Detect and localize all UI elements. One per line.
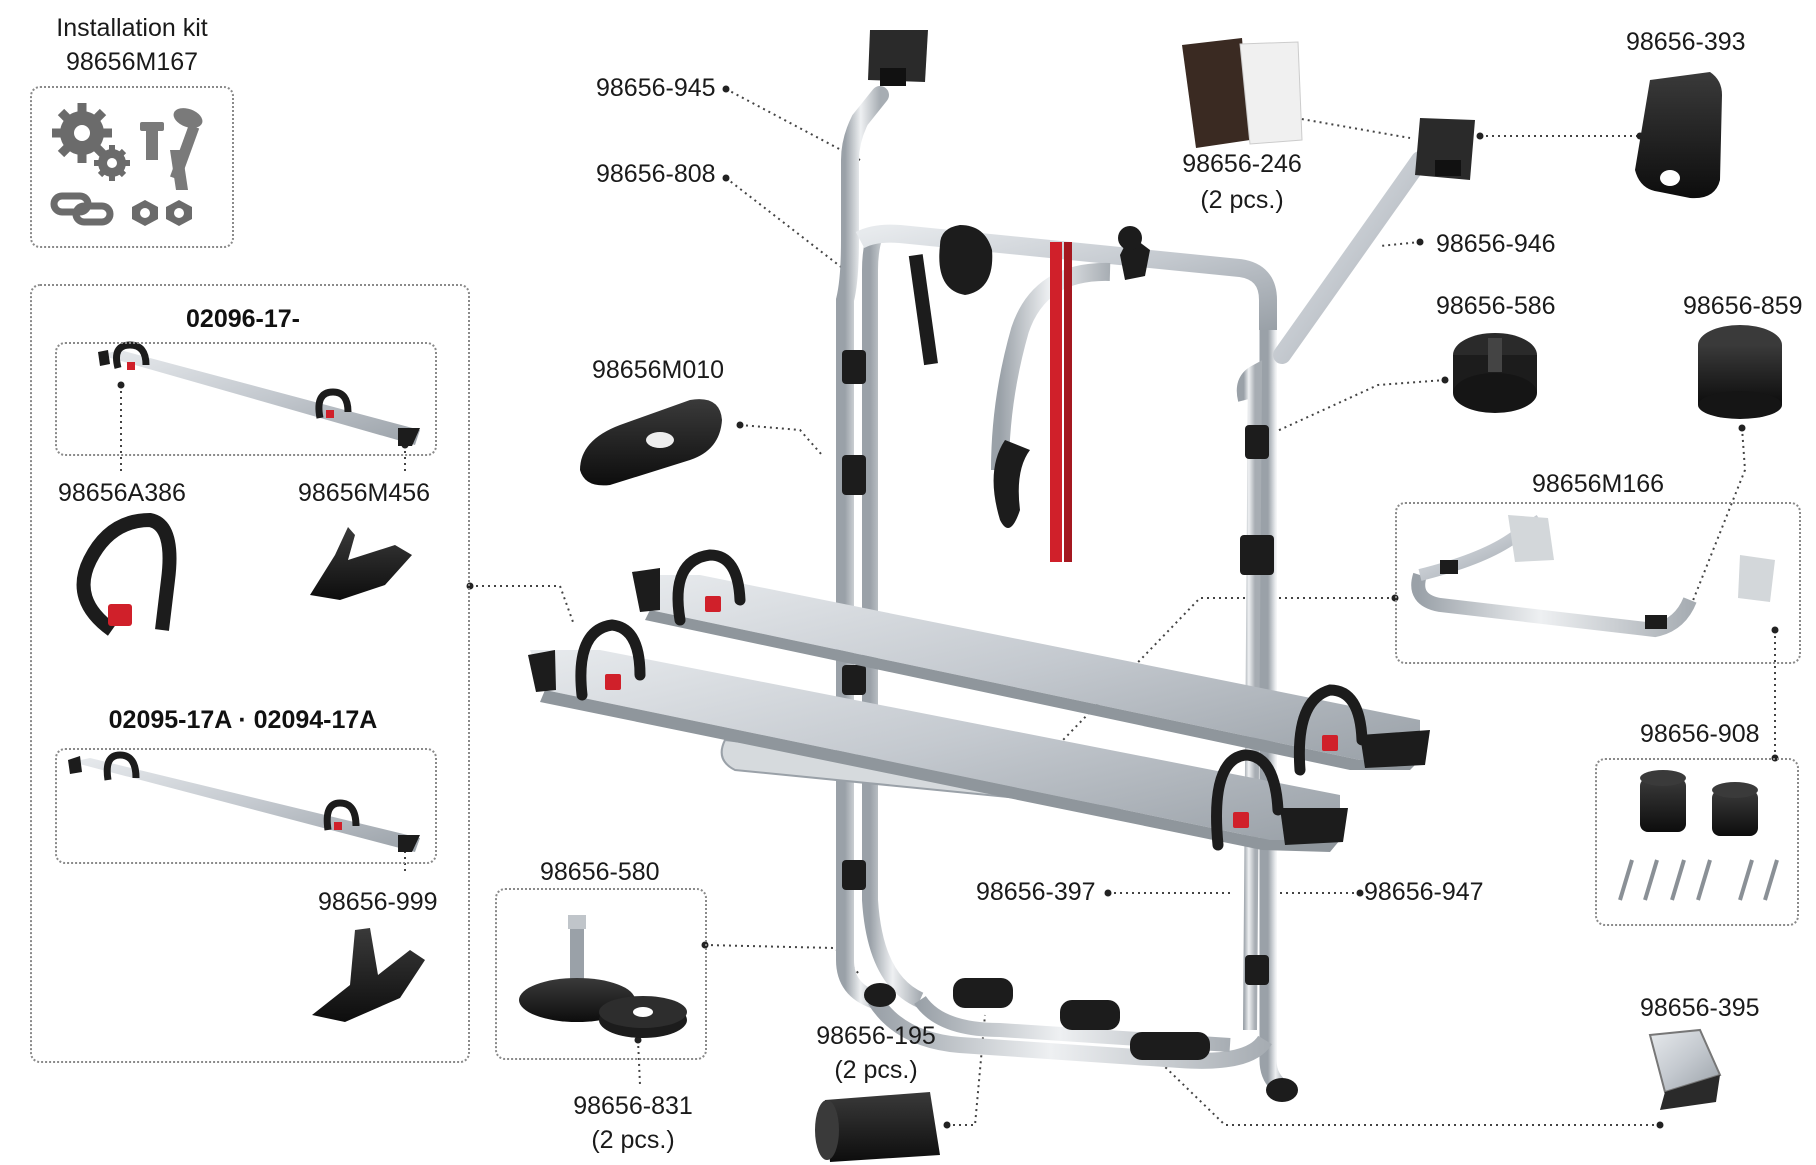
cradle-part	[580, 399, 722, 486]
label-98656-999: 98656-999	[318, 888, 438, 916]
bracket-part	[1635, 72, 1722, 199]
cap-part-859	[1698, 325, 1782, 419]
label-98656M010: 98656M010	[592, 356, 725, 384]
leader-586	[1274, 379, 1446, 433]
leader-808	[725, 177, 846, 271]
label-98656-859: 98656-859	[1683, 292, 1803, 320]
leader-859	[1689, 427, 1747, 609]
clip-part	[1648, 1028, 1722, 1110]
pad-part	[1182, 38, 1303, 148]
label-98656-946: 98656-946	[1436, 230, 1556, 258]
group-title-02095-17a: 02095-17A · 02094-17A	[108, 706, 378, 734]
label-98656-586: 98656-586	[1436, 292, 1556, 320]
group-box-02095-17a	[55, 748, 437, 864]
group-box-02096-17	[55, 342, 437, 456]
label-98656-580: 98656-580	[540, 858, 660, 886]
group-title-02096-17: 02096-17-	[186, 305, 300, 333]
label-98656-831: 98656-831	[573, 1092, 693, 1120]
wheel-holder-part	[310, 527, 412, 600]
label-98656-246: 98656-246	[1182, 150, 1302, 178]
support-arm-part	[1411, 515, 1775, 638]
group-box-98656-580	[495, 888, 707, 1060]
label-98656A386: 98656A386	[58, 479, 186, 507]
rail-02095-17a	[68, 751, 420, 852]
sleeve-part	[815, 1092, 940, 1162]
group-box-98656M166	[1395, 502, 1801, 664]
leader-831	[637, 1039, 641, 1086]
label-98656-195: 98656-195	[816, 1022, 936, 1050]
leader-246	[1289, 116, 1411, 139]
washer-part	[599, 996, 687, 1038]
label-98656-945: 98656-945	[596, 74, 716, 102]
label-98656-831-qty: (2 pcs.)	[591, 1126, 675, 1154]
label-98656M166: 98656M166	[1532, 470, 1665, 498]
chain-icon	[50, 192, 114, 226]
gear-icon	[52, 103, 130, 181]
label-98656-393: 98656-393	[1626, 28, 1746, 56]
rail-02096-17	[98, 341, 420, 446]
wheel-holder-part-999	[312, 928, 425, 1022]
nut-icon	[132, 200, 192, 226]
screw-icon	[140, 108, 203, 190]
label-98656-195-qty: (2 pcs.)	[834, 1056, 918, 1084]
leader-g1	[470, 585, 574, 623]
label-98656M456: 98656M456	[298, 479, 431, 507]
installation-kit-title: Installation kit	[56, 14, 208, 42]
leader-946	[1379, 241, 1421, 247]
leader-395	[1159, 1061, 1660, 1126]
leader-945	[725, 88, 861, 161]
group-box-98656-908	[1595, 758, 1799, 926]
cap-part-586	[1453, 333, 1537, 413]
group-box-installation-kit	[30, 86, 234, 248]
bike-rack-assembly	[528, 30, 1475, 1102]
label-98656-808: 98656-808	[596, 160, 716, 188]
leader-M010	[739, 424, 823, 456]
label-98656-397: 98656-397	[976, 878, 1096, 906]
label-98656-395: 98656-395	[1640, 994, 1760, 1022]
strap-part	[76, 512, 177, 636]
label-98656-246-qty: (2 pcs.)	[1200, 186, 1284, 214]
leader-580	[704, 944, 861, 976]
leader-lines	[120, 88, 1776, 1126]
installation-kit-number: 98656M167	[65, 48, 199, 76]
label-98656-908: 98656-908	[1640, 720, 1760, 748]
fitting-kit-part	[1618, 770, 1779, 901]
label-98656-947: 98656-947	[1364, 878, 1484, 906]
group-box-rails	[30, 284, 470, 1063]
